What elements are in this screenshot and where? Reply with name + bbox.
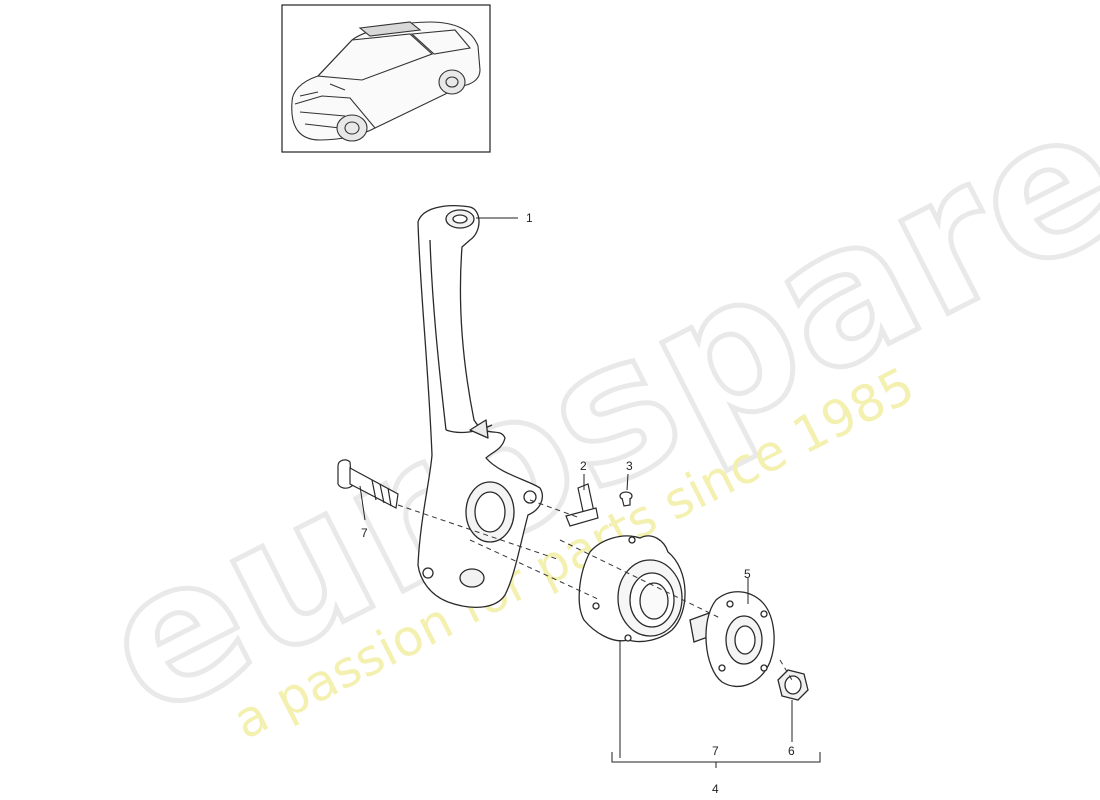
callout-5: 5 [744, 567, 751, 581]
callouts: 1 2 3 7 5 6 7 4 [361, 211, 795, 796]
speed-sensor [565, 483, 599, 527]
assembly-lines [397, 499, 793, 681]
leader-lines [359, 217, 821, 768]
car-icon [291, 21, 481, 142]
wheel-hub [689, 591, 775, 688]
callout-7-bolt: 7 [361, 526, 368, 540]
watermark: eurospares a passion for parts since 198… [68, 6, 1100, 762]
callout-7-group: 7 [712, 744, 719, 758]
callout-3: 3 [626, 459, 633, 473]
vehicle-thumbnail [281, 4, 491, 153]
wheel-bearing [578, 535, 686, 643]
bolt [337, 459, 399, 509]
hub-nut [777, 669, 809, 701]
watermark-brand: eurospares [70, 9, 1100, 760]
callout-6: 6 [788, 744, 795, 758]
steering-knuckle [417, 205, 543, 608]
callout-1: 1 [526, 211, 533, 225]
callout-4: 4 [712, 782, 719, 796]
callout-2: 2 [580, 459, 587, 473]
screw [619, 491, 633, 507]
